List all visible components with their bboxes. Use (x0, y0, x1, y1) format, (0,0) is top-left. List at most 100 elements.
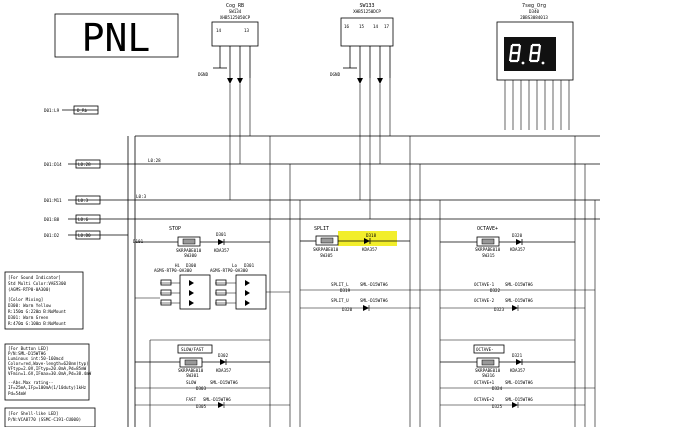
svg-text:SML-D15WTH6: SML-D15WTH6 (505, 282, 533, 287)
svg-text:Luminous int:50-160mcd: Luminous int:50-160mcd (8, 356, 64, 361)
svg-text:SLOW/FAST: SLOW/FAST (181, 347, 204, 352)
svg-text:D325: D325 (492, 404, 503, 409)
svg-text:SKRPABE010: SKRPABE010 (313, 247, 339, 252)
switch-octave-minus: OCTAVE- SKRPABE010 SW316 D321 KDA357 (440, 344, 575, 378)
svg-text:L0:28: L0:28 (78, 162, 91, 167)
svg-text:DGND: DGND (330, 72, 341, 77)
led-slow: SLOW SML-D15WTH6 D303 (135, 380, 270, 391)
svg-text:D300: D300 (186, 263, 197, 268)
svg-text:D01:D2: D01:D2 (44, 233, 60, 238)
svg-text:D323: D323 (494, 307, 505, 312)
svg-text:L0:3: L0:3 (136, 194, 147, 199)
svg-text:SML-D15WTH6: SML-D15WTH6 (360, 298, 388, 303)
svg-text:[For Shell-like LED]: [For Shell-like LED] (8, 411, 58, 416)
svg-text:D321: D321 (512, 353, 523, 358)
svg-text:VFmin=1.6V,IFmax=30.0mA,Pd=38.: VFmin=1.6V,IFmax=30.0mA,Pd=38.4mW (8, 371, 92, 376)
led-octave-plus-1: OCTAVE+1 SML-D15WTH6 D324 (440, 380, 595, 391)
svg-text:XHB5125050CP: XHB5125050CP (220, 15, 251, 20)
svg-text:7seg_Org: 7seg_Org (522, 3, 546, 9)
svg-text:P/N:VCA8770 (SSMC-C191-CU000): P/N:VCA8770 (SSMC-C191-CU000) (8, 417, 81, 422)
svg-text:D301: D301 (216, 232, 227, 237)
svg-text:L0:3: L0:3 (78, 198, 89, 203)
connector-sw133: SW133 XHB51250DCP 16 15 14 17 DGND (330, 3, 394, 84)
svg-text:R:470Ω G:100Ω B:NoMount: R:470Ω G:100Ω B:NoMount (8, 321, 66, 326)
svg-text:SW133: SW133 (359, 3, 374, 9)
led-octave-minus-2: OCTAVE-2 SML-D15WTH6 D323 (440, 298, 585, 312)
led-fast: FAST SML-D15WTH6 D305 (135, 397, 290, 409)
svg-text:L0:28: L0:28 (148, 158, 161, 163)
svg-text:Color=red,Wave-length=620nm(ty: Color=red,Wave-length=620nm(typ) (8, 361, 89, 366)
switch-slow-fast: SLOW/FAST SKRPABE010 SW301 D302 KDA357 (135, 344, 270, 378)
svg-text:[Color Mixing]: [Color Mixing] (8, 297, 43, 302)
highlight-marker (338, 231, 397, 246)
led-split-l: SPLIT_L SML-D15WTH6 D319 (300, 282, 440, 293)
svg-text:SW315: SW315 (482, 253, 495, 258)
svg-text:16: 16 (344, 24, 350, 29)
svg-text:D319: D319 (340, 288, 351, 293)
led-octave-minus-1: OCTAVE-1 SML-D15WTH6 D322 (440, 282, 595, 293)
svg-text:SML-D15WTH6: SML-D15WTH6 (360, 282, 388, 287)
svg-text:D01:L9: D01:L9 (44, 108, 60, 113)
svg-text:SW301: SW301 (186, 373, 199, 378)
svg-text:D301: D301 (244, 263, 255, 268)
svg-text:KDA357: KDA357 (216, 368, 232, 373)
svg-text:D305: D305 (196, 404, 207, 409)
svg-text:[For Button LED]: [For Button LED] (8, 346, 48, 351)
note-sound-indicator: [For Sound Indicator] Std Multi Color:VA… (4, 271, 84, 330)
svg-text:D322: D322 (490, 288, 501, 293)
svg-text:15: 15 (359, 24, 365, 29)
rgb-indicator-lo: Lo D301 AGMS-RTP0-0A300 (135, 263, 290, 310)
svg-text:SPLIT_U: SPLIT_U (331, 298, 349, 303)
svg-text:SW305: SW305 (320, 253, 333, 258)
svg-text:L0:D0: L0:D0 (78, 233, 91, 238)
svg-text:IF=25mA,IFp=100mA(1/10duty)1kH: IF=25mA,IFp=100mA(1/10duty)1kHz (8, 385, 87, 390)
note-shell-led: [For Shell-like LED] P/N:VCA8770 (SSMC-C… (4, 407, 96, 427)
svg-text:AGMS-RTP0-0A300: AGMS-RTP0-0A300 (154, 268, 192, 273)
svg-text:[For Sound Indicator]: [For Sound Indicator] (8, 275, 61, 280)
switch-split: SPLIT SKRPABE010 SW305 D318 KDA357 (300, 226, 410, 258)
svg-text:OCTAVE+1: OCTAVE+1 (474, 380, 495, 385)
switch-stop: STOP SKRPABE010 SW300 D301 KDA357 (135, 226, 270, 258)
svg-text:AGMS-RTP0-0A300: AGMS-RTP0-0A300 (210, 268, 248, 273)
svg-text:SKRPABE010: SKRPABE010 (475, 368, 501, 373)
rail-lines: D01:L9 D_Rb D01:D14 L0:28 L0:28 D01:M11 … (44, 105, 600, 427)
svg-text:SLOW: SLOW (186, 380, 197, 385)
svg-text:SW134: SW134 (229, 9, 242, 14)
svg-text:D320: D320 (512, 233, 523, 238)
svg-text:D01:M11: D01:M11 (44, 198, 62, 203)
svg-text:SML-D15WTH6: SML-D15WTH6 (505, 298, 533, 303)
switch-octave-plus: OCTAVE+ SKRPABE010 SW315 D320 KDA357 (440, 226, 575, 258)
svg-text:KDA357: KDA357 (214, 248, 230, 253)
svg-text:STOP: STOP (169, 226, 181, 232)
svg-text:XHB51250DCP: XHB51250DCP (353, 9, 381, 14)
svg-text:OCTAVE-: OCTAVE- (476, 347, 494, 352)
svg-text:D01:D14: D01:D14 (44, 162, 62, 167)
svg-text:P/N:SML-D15WTH6: P/N:SML-D15WTH6 (8, 351, 46, 356)
svg-text:D303: D303 (196, 386, 207, 391)
connector-cog-rb: Cog_RB SW134 XHB5125050CP 14 13 DGND (198, 3, 259, 84)
svg-text:14: 14 (216, 28, 222, 33)
svg-text:OCTAVE+2: OCTAVE+2 (474, 397, 495, 402)
svg-text:D320: D320 (342, 307, 353, 312)
svg-text:D340: D340 (529, 9, 540, 14)
svg-text:R:150Ω G:220Ω B:NoMount: R:150Ω G:220Ω B:NoMount (8, 309, 66, 314)
svg-text:SPLIT: SPLIT (314, 226, 329, 232)
rgb-indicator-hi: Hi D300 AGMS-RTP0-0A300 (154, 263, 211, 310)
svg-text:SML-D15WTH6: SML-D15WTH6 (505, 397, 533, 402)
note-button-led: [For Button LED] P/N:SML-D15WTH6 Luminou… (4, 343, 92, 401)
svg-text:D01:B8: D01:B8 (44, 217, 60, 222)
title-frame (54, 13, 179, 58)
svg-text:--Abs.Max rating--: --Abs.Max rating-- (8, 380, 53, 385)
svg-text:(AGMS-RTP0-0A300): (AGMS-RTP0-0A300) (8, 287, 51, 292)
svg-text:SW316: SW316 (482, 373, 495, 378)
svg-text:D_Rb: D_Rb (77, 108, 88, 113)
svg-text:Lo: Lo (232, 263, 238, 268)
svg-text:Hi: Hi (175, 263, 181, 268)
led-split-u: SPLIT_U SML-D15WTH6 D320 (300, 298, 420, 312)
seven-segment-display: 7seg_Org D340 2BBS3084013 (496, 3, 574, 130)
svg-text:SML-D15WTH6: SML-D15WTH6 (505, 380, 533, 385)
svg-text:OCTAVE+: OCTAVE+ (477, 226, 498, 232)
vertical-wires (229, 78, 596, 427)
svg-text:OCTAVE-2: OCTAVE-2 (474, 298, 495, 303)
